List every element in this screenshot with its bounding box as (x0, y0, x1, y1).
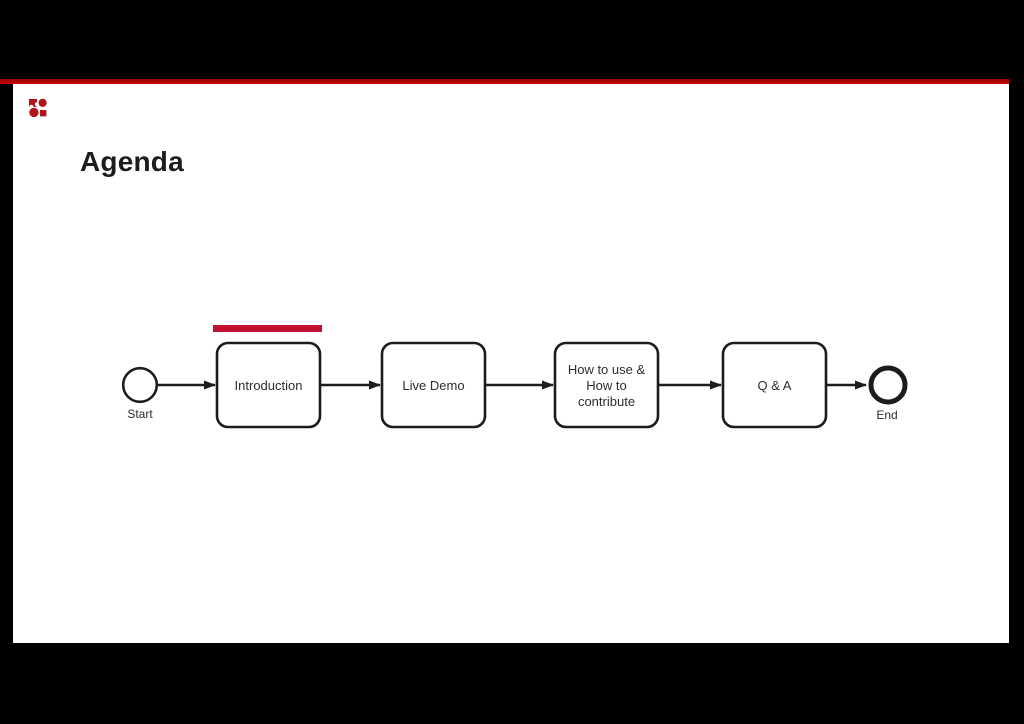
logo-piece-square-tl (29, 99, 37, 107)
task-introduction (215, 341, 322, 429)
current-step-highlight-bar (213, 325, 322, 332)
slide-canvas: Agenda Start Introduction Live (13, 84, 1009, 643)
page-title: Agenda (80, 146, 184, 177)
task-live-demo-label: Live Demo (402, 378, 464, 393)
process-flow-diagram: Start Introduction Live Demo How to use … (121, 325, 908, 429)
task-introduction-label: Introduction (235, 378, 303, 393)
task-how-to-label-line1: How to use & (568, 362, 646, 377)
task-live-demo (380, 341, 487, 429)
logo-piece-circle-bl (29, 107, 39, 118)
task-q-and-a (721, 341, 828, 429)
accent-top-line (0, 79, 1009, 84)
start-event-circle (121, 366, 159, 404)
task-how-to-use-contribute (553, 341, 660, 429)
task-q-and-a-label: Q & A (758, 378, 792, 393)
logo-piece-square-br (39, 110, 47, 117)
puzzle-logo-icon (29, 98, 47, 118)
start-event-label: Start (127, 407, 153, 421)
end-event-label: End (876, 408, 897, 422)
end-event-circle (868, 365, 908, 405)
task-how-to-label-line3: contribute (578, 394, 635, 409)
task-how-to-label-line2: How to (586, 378, 626, 393)
logo-piece-circle-tr (38, 98, 47, 107)
